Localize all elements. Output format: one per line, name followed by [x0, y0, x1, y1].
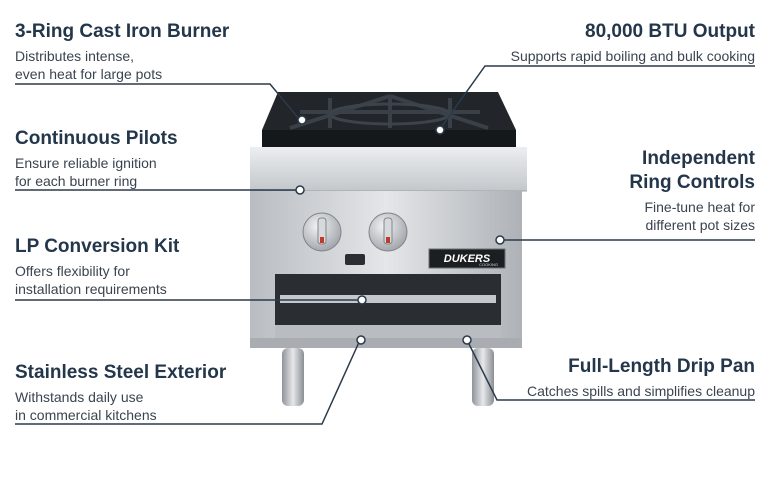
brand-sub: COOKING: [479, 262, 498, 267]
feature-desc-line: in commercial kitchens: [15, 407, 157, 423]
feature-desc: Fine-tune heat for different pot sizes: [555, 198, 755, 234]
brand-badge: DUKERS COOKING: [428, 248, 506, 269]
feature-drip-pan: Full-Length Drip Pan Catches spills and …: [475, 355, 755, 400]
feature-lp-conversion: LP Conversion Kit Offers flexibility for…: [15, 235, 255, 298]
feature-desc: Catches spills and simplifies cleanup: [475, 382, 755, 400]
feature-ring-controls: Independent Ring Controls Fine-tune heat…: [555, 147, 755, 234]
feature-desc: Offers flexibility for installation requ…: [15, 262, 255, 298]
rack: [280, 295, 496, 303]
feature-desc-line: installation requirements: [15, 281, 167, 297]
feature-desc: Withstands daily use in commercial kitch…: [15, 388, 275, 424]
cast-iron-grate: [262, 92, 516, 147]
feature-desc-line: Supports rapid boiling and bulk cooking: [510, 48, 755, 64]
pilot-window: [345, 254, 365, 265]
callout-dots: [295, 115, 505, 345]
brand-name: DUKERS: [444, 253, 491, 265]
feature-desc-line: Catches spills and simplifies cleanup: [527, 383, 755, 399]
feature-desc: Supports rapid boiling and bulk cooking: [455, 47, 755, 65]
feature-title: Full-Length Drip Pan: [568, 356, 755, 377]
feature-desc-line: Ensure reliable ignition: [15, 155, 157, 171]
feature-title: Continuous Pilots: [15, 128, 178, 149]
feature-desc-line: even heat for large pots: [15, 66, 163, 82]
feature-title-line: Ring Controls: [629, 172, 755, 193]
feature-desc-line: different pot sizes: [645, 217, 755, 233]
feature-pilots: Continuous Pilots Ensure reliable igniti…: [15, 127, 255, 190]
feature-desc-line: Distributes intense,: [15, 48, 135, 64]
feature-title: 80,000 BTU Output: [585, 21, 755, 42]
feature-desc-line: for each burner ring: [15, 173, 138, 189]
feature-title-line: Independent: [642, 148, 755, 169]
feature-desc-line: Fine-tune heat for: [644, 199, 755, 215]
drip-pan: [275, 325, 501, 338]
feature-title: 3-Ring Cast Iron Burner: [15, 21, 230, 42]
feature-btu-output: 80,000 BTU Output Supports rapid boiling…: [455, 20, 755, 65]
feature-stainless-steel: Stainless Steel Exterior Withstands dail…: [15, 361, 275, 424]
feature-burner: 3-Ring Cast Iron Burner Distributes inte…: [15, 20, 255, 83]
feature-title: LP Conversion Kit: [15, 236, 180, 257]
top-panel: [250, 147, 527, 191]
feature-desc-line: Offers flexibility for: [15, 263, 130, 279]
callout-lines: [15, 65, 755, 425]
control-knob: [302, 212, 342, 252]
control-knob: [368, 212, 408, 252]
feature-title: Stainless Steel Exterior: [15, 362, 227, 383]
feature-desc: Ensure reliable ignition for each burner…: [15, 154, 255, 190]
feature-title: Independent Ring Controls: [555, 147, 755, 195]
leg: [282, 348, 304, 406]
feature-desc-line: Withstands daily use: [15, 389, 144, 405]
feature-desc: Distributes intense, even heat for large…: [15, 47, 255, 83]
